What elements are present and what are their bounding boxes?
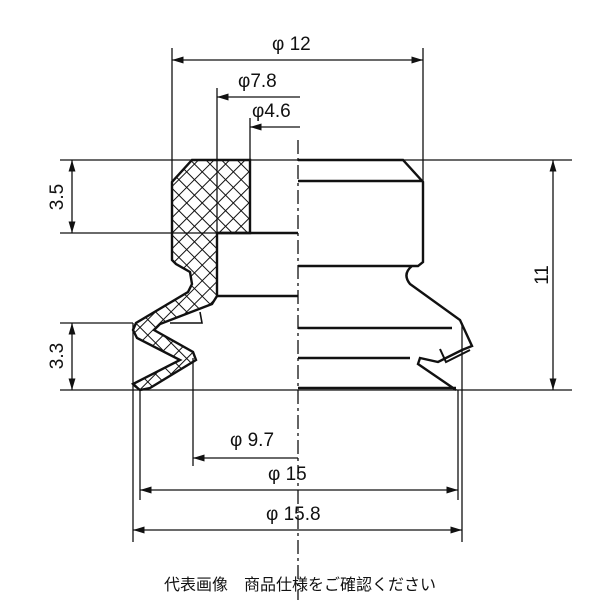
dim-lip-height: 3.3 [47,342,69,370]
dim-outer-top-diameter: φ 12 [272,34,311,55]
dim-max-diameter: φ 15.8 [266,504,321,525]
representative-image-caption: 代表画像 商品仕様をご確認ください [163,575,436,594]
part-section [130,158,474,392]
dim-top-height: 3.5 [47,183,69,211]
dim-total-height: 11 [531,265,553,285]
dim-pad-diameter: φ 15 [268,464,307,485]
outer-profile-right [298,158,474,391]
dim-inner-bore-diameter: φ7.8 [238,71,277,92]
dim-inner-lip-diameter: φ 9.7 [230,430,275,451]
dim-port-diameter: φ4.6 [252,101,291,122]
hatched-section [130,158,252,392]
